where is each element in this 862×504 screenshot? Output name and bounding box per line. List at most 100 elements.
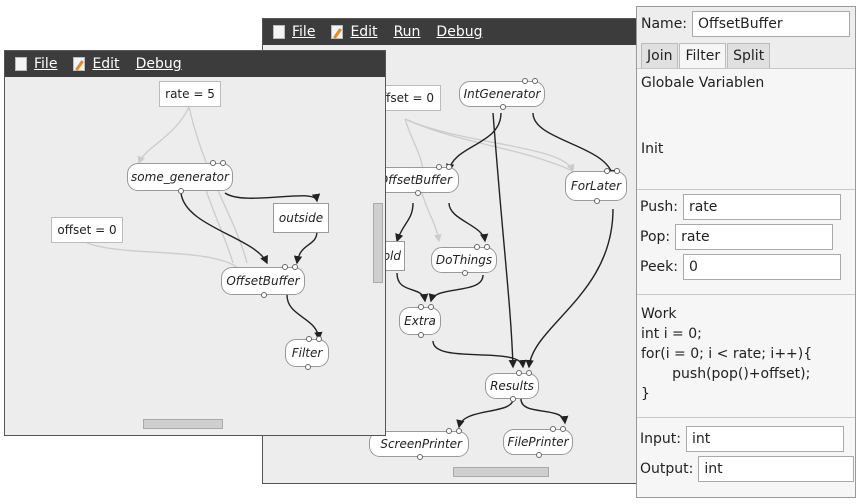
input-label: Input: bbox=[640, 431, 681, 447]
port-dot[interactable] bbox=[306, 336, 312, 342]
node-intgenerator[interactable]: IntGenerator bbox=[459, 78, 545, 110]
port-dot[interactable] bbox=[532, 78, 538, 84]
node-dothings[interactable]: DoThings bbox=[431, 244, 497, 276]
port-dot[interactable] bbox=[282, 264, 288, 270]
document-icon bbox=[15, 57, 27, 71]
port-dot[interactable] bbox=[305, 364, 311, 370]
output-label: Output: bbox=[640, 461, 694, 477]
push-label: Push: bbox=[640, 199, 678, 215]
port-dot[interactable] bbox=[178, 188, 184, 194]
output-type-field[interactable] bbox=[698, 456, 855, 482]
menu-file[interactable]: File bbox=[273, 24, 315, 40]
port-dot[interactable] bbox=[560, 426, 566, 432]
rates-section: Push: Pop: Peek: bbox=[637, 190, 855, 295]
menu-edit[interactable]: Edit bbox=[331, 24, 378, 40]
menu-run[interactable]: Run bbox=[393, 24, 421, 40]
connection bbox=[525, 208, 614, 369]
port-dot[interactable] bbox=[446, 164, 452, 170]
vertical-scrollbar[interactable] bbox=[373, 203, 383, 283]
graph-window-subgraph: File Edit Debug rate = 5 some_generator … bbox=[4, 50, 386, 436]
pop-field[interactable] bbox=[675, 224, 834, 250]
port-dot[interactable] bbox=[462, 270, 468, 276]
port-dot[interactable] bbox=[316, 336, 322, 342]
connection bbox=[224, 192, 321, 203]
menu-debug[interactable]: Debug bbox=[135, 56, 182, 72]
port-dot[interactable] bbox=[536, 452, 542, 458]
port-dot[interactable] bbox=[522, 78, 528, 84]
properties-panel: Name: Join Filter Split Globale Variable… bbox=[636, 6, 856, 498]
node-outside[interactable]: outside bbox=[273, 203, 329, 233]
port-dot[interactable] bbox=[526, 370, 532, 376]
connection-layer bbox=[86, 106, 323, 341]
port-dot[interactable] bbox=[261, 292, 267, 298]
port-dot[interactable] bbox=[484, 244, 490, 250]
connection bbox=[293, 230, 318, 265]
port-dot[interactable] bbox=[428, 304, 434, 310]
work-section[interactable]: Work int i = 0; for(i = 0; i < rate; i++… bbox=[637, 295, 855, 418]
port-dot[interactable] bbox=[456, 428, 462, 434]
edit-icon bbox=[73, 57, 86, 71]
connection bbox=[520, 398, 569, 425]
tab-filter[interactable]: Filter bbox=[679, 43, 727, 68]
graph-canvas[interactable]: rate = 5 some_generator outside offset =… bbox=[5, 77, 385, 435]
port-dot[interactable] bbox=[594, 198, 600, 204]
port-dot[interactable] bbox=[446, 428, 452, 434]
port-dot[interactable] bbox=[418, 304, 424, 310]
work-code[interactable]: Work int i = 0; for(i = 0; i < rate; i++… bbox=[641, 306, 813, 402]
menu-bar: File Edit Debug bbox=[5, 51, 385, 77]
connection-faint bbox=[404, 118, 575, 173]
types-section: Input: Output: bbox=[637, 418, 855, 497]
node-offset-var[interactable]: offset = 0 bbox=[369, 85, 441, 111]
menu-edit[interactable]: Edit bbox=[73, 56, 120, 72]
edit-icon bbox=[331, 25, 344, 39]
connection-layer bbox=[395, 112, 617, 429]
node-forlater[interactable]: ForLater bbox=[565, 168, 627, 204]
node-fileprinter[interactable]: FilePrinter bbox=[503, 426, 573, 458]
port-dot[interactable] bbox=[604, 168, 610, 174]
input-row: Input: bbox=[640, 426, 844, 452]
port-dot[interactable] bbox=[210, 160, 216, 166]
connection bbox=[445, 112, 502, 173]
node-some-generator[interactable]: some_generator bbox=[127, 160, 233, 194]
name-field[interactable] bbox=[692, 11, 851, 37]
port-dot[interactable] bbox=[516, 370, 522, 376]
init-title: Init bbox=[641, 141, 664, 157]
port-dot[interactable] bbox=[220, 160, 226, 166]
port-dot[interactable] bbox=[510, 396, 516, 402]
port-dot[interactable] bbox=[474, 244, 480, 250]
node-offset-var[interactable]: offset = 0 bbox=[51, 217, 123, 243]
horizontal-scrollbar[interactable] bbox=[143, 419, 223, 429]
port-dot[interactable] bbox=[417, 454, 423, 460]
connection bbox=[396, 272, 429, 303]
port-dot[interactable] bbox=[292, 264, 298, 270]
port-dot[interactable] bbox=[550, 426, 556, 432]
connection-faint bbox=[188, 106, 248, 264]
connection bbox=[492, 112, 517, 369]
input-type-field[interactable] bbox=[685, 426, 844, 452]
node-offsetbuffer[interactable]: OffsetBuffer bbox=[375, 164, 459, 196]
tab-split[interactable]: Split bbox=[727, 43, 771, 68]
node-filter[interactable]: Filter bbox=[285, 336, 329, 370]
port-dot[interactable] bbox=[614, 168, 620, 174]
push-field[interactable] bbox=[682, 194, 841, 220]
horizontal-scrollbar[interactable] bbox=[453, 467, 549, 477]
node-extra[interactable]: Extra bbox=[399, 304, 441, 338]
node-offsetbuffer[interactable]: OffsetBuffer bbox=[221, 264, 305, 298]
tab-join[interactable]: Join bbox=[641, 43, 679, 68]
node-rate-var[interactable]: rate = 5 bbox=[159, 81, 221, 107]
globals-section: Globale Variablen bbox=[637, 68, 855, 130]
peek-field[interactable] bbox=[683, 254, 841, 280]
connection bbox=[286, 294, 323, 341]
menu-debug[interactable]: Debug bbox=[436, 24, 483, 40]
connection-faint bbox=[137, 106, 190, 165]
port-dot[interactable] bbox=[500, 104, 506, 110]
menu-file[interactable]: File bbox=[15, 56, 57, 72]
name-row: Name: bbox=[641, 11, 851, 37]
port-dot[interactable] bbox=[436, 164, 442, 170]
node-results[interactable]: Results bbox=[485, 370, 539, 402]
tab-bar: Join Filter Split bbox=[641, 43, 771, 68]
connection bbox=[180, 192, 268, 265]
connection bbox=[532, 112, 617, 179]
port-dot[interactable] bbox=[415, 190, 421, 196]
port-dot[interactable] bbox=[418, 332, 424, 338]
